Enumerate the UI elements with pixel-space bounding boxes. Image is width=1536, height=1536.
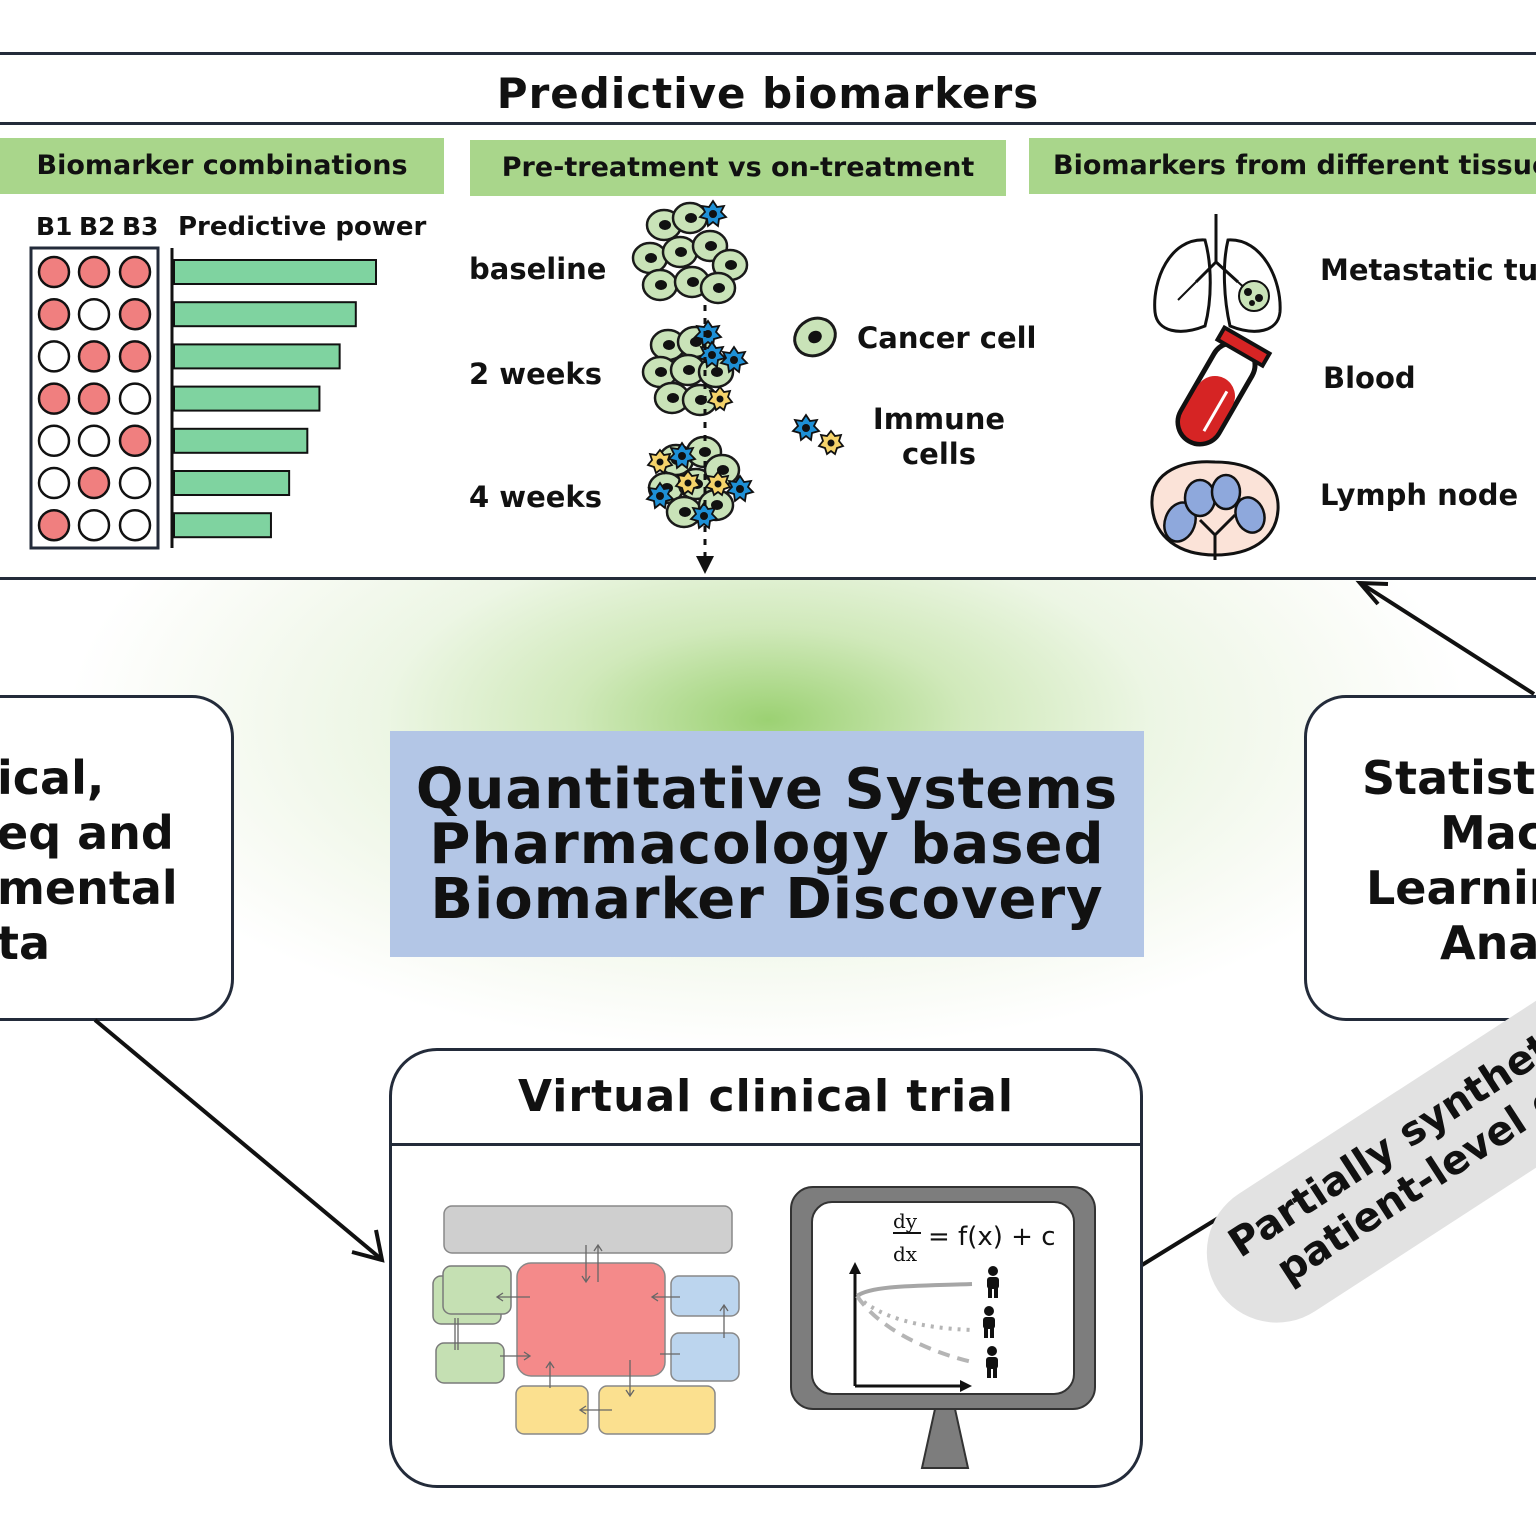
marker-circle: [37, 340, 71, 373]
equation-numerator: dy: [893, 1209, 918, 1233]
marker-circle: [118, 255, 152, 289]
left-box-line3: mental: [0, 861, 178, 915]
equation-rhs: = f(x) + c: [928, 1222, 1056, 1252]
marker-circle: [37, 466, 71, 500]
marker-circle: [118, 508, 152, 542]
qsp-model-schematic: [432, 1205, 740, 1435]
section-header-timepoints: Pre-treatment vs on-treatment: [470, 140, 1006, 196]
legend-cancer-cell: Cancer cell: [857, 321, 1037, 355]
left-box-line1: ical,: [0, 751, 105, 805]
arrow-left-to-vct: [93, 1018, 382, 1260]
marker-circle: [37, 255, 71, 289]
lungs-icon: [1153, 214, 1282, 333]
marker-circle: [118, 340, 152, 373]
lymph-node-icon: [1150, 460, 1280, 560]
left-input-box: [0, 695, 234, 1021]
right-analysis-box: [1304, 695, 1536, 1021]
main-title-line2: Pharmacology based: [429, 811, 1105, 877]
marker-circle: [37, 424, 71, 458]
section-header-tissues: Biomarkers from different tissues: [1029, 138, 1536, 194]
time-label-4-weeks: 4 weeks: [469, 480, 602, 514]
section-header-combinations: Biomarker combinations: [0, 138, 444, 194]
power-bar: [173, 512, 272, 539]
equation-denominator: dx: [893, 1242, 918, 1266]
power-bar: [173, 343, 341, 370]
marker-circle: [118, 297, 152, 331]
col-label-b1: B1: [36, 212, 73, 241]
legend-cancer-cell-icon: [793, 316, 837, 358]
vct-title-rule: [392, 1143, 1140, 1146]
marker-circle: [118, 382, 152, 415]
matrix-frame: [29, 246, 160, 550]
panel-title-rule: [0, 122, 1536, 125]
col-label-b2: B2: [79, 212, 116, 241]
power-bar: [173, 301, 357, 328]
left-box-line4: ta: [0, 916, 51, 970]
marker-circle: [37, 297, 71, 331]
marker-circle: [77, 255, 111, 289]
marker-circle: [77, 340, 111, 373]
marker-circle: [118, 424, 152, 458]
marker-circle: [37, 382, 71, 415]
marker-circle: [77, 382, 111, 415]
power-bar: [173, 385, 321, 412]
power-bar: [173, 427, 309, 454]
monitor-icon: [790, 1186, 1096, 1469]
right-box-line4: Ana: [1440, 916, 1536, 970]
patient-icons: [983, 1266, 999, 1378]
right-box-line3: Learnin: [1366, 861, 1536, 915]
power-bar: [173, 259, 377, 285]
panel-title: Predictive biomarkers: [496, 69, 1040, 118]
main-title-box: Quantitative Systems Pharmacology based …: [390, 731, 1144, 957]
blood-tube-icon: [1175, 324, 1273, 447]
marker-circle: [77, 297, 111, 331]
arrow-right-to-top-head: [1355, 580, 1389, 606]
marker-circle: [118, 466, 152, 500]
main-title-line3: Biomarker Discovery: [430, 866, 1104, 932]
time-label-2-weeks: 2 weeks: [469, 357, 602, 391]
left-box-line2: eq and: [0, 806, 174, 860]
arrow-left-to-vct-head: [351, 1229, 385, 1263]
col-label-b3: B3: [122, 212, 159, 241]
power-bar: [173, 470, 291, 496]
marker-circle: [77, 424, 111, 458]
predictive-power-label: Predictive power: [178, 212, 427, 242]
arrow-right-to-top: [1360, 582, 1536, 696]
right-box-line1: Statisti: [1362, 751, 1536, 805]
marker-circle: [77, 508, 111, 542]
time-arrow-head: [696, 556, 714, 574]
time-label-baseline: baseline: [469, 252, 607, 286]
marker-circle: [37, 508, 71, 542]
legend-immune-line1: Immune: [872, 402, 1006, 436]
equation-fraction-bar: [893, 1232, 921, 1234]
legend-immune-line2: cells: [901, 437, 976, 471]
tissue-label-metastatic: Metastatic tumor: [1320, 253, 1536, 287]
main-title-line1: Quantitative Systems: [415, 756, 1119, 822]
tissue-label-lymph-node: Lymph node: [1320, 478, 1519, 512]
tissue-label-blood: Blood: [1323, 361, 1416, 395]
right-box-line2: Mac: [1440, 806, 1536, 860]
vct-title: Virtual clinical trial: [518, 1071, 1014, 1122]
marker-circle: [77, 466, 111, 500]
